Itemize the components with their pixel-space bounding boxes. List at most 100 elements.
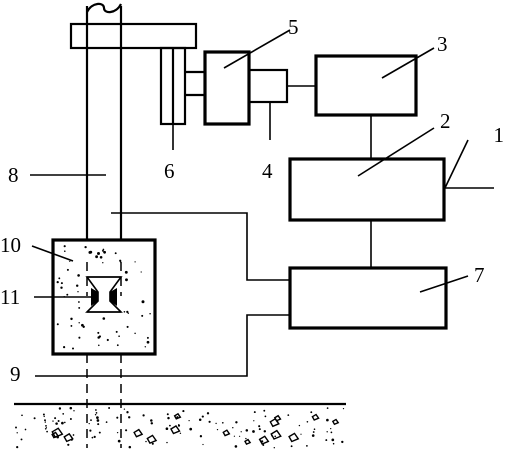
soil-grain [216, 428, 219, 431]
soil-pebble [170, 425, 181, 435]
soil-grain [310, 411, 313, 414]
leader-10 [31, 245, 74, 262]
speckle [119, 261, 122, 263]
label-6: 6 [164, 159, 175, 183]
soil-pebble [63, 432, 74, 443]
speckle [66, 268, 69, 271]
speckle [125, 278, 128, 282]
soil-grain [128, 445, 132, 449]
block-3 [314, 54, 418, 117]
soil-grain [24, 428, 27, 431]
leader-7 [419, 275, 469, 293]
soil-grain [95, 412, 98, 414]
soil-grain [312, 431, 315, 433]
soil-grain [233, 435, 236, 437]
soil-grain [96, 419, 100, 422]
block-2 [288, 157, 446, 222]
soil-grain [330, 431, 333, 434]
soil-grain [235, 421, 238, 424]
label-7: 7 [474, 263, 485, 287]
soil-grain [182, 410, 185, 413]
soil-pebble [173, 412, 182, 420]
speckle [149, 313, 151, 315]
soil-grain [52, 420, 54, 422]
speckle [77, 291, 79, 293]
speckle [89, 250, 93, 254]
speckle [103, 250, 106, 254]
speckle [141, 300, 145, 304]
speckle [97, 252, 100, 255]
soil-grain [95, 409, 97, 411]
soil-pebble [331, 418, 340, 426]
soil-grain [166, 413, 169, 416]
soil-grain [326, 407, 329, 409]
label-2: 2 [440, 109, 451, 133]
speckle [116, 344, 119, 347]
soil-grain [150, 419, 153, 422]
soil-grain [72, 434, 75, 436]
speckle [126, 325, 129, 328]
soil-grain [300, 433, 302, 435]
soil-grain [42, 413, 45, 416]
speckle [124, 270, 128, 274]
soil-grain [221, 421, 224, 424]
soil-grain [94, 413, 97, 416]
soil-pebble [146, 434, 158, 445]
soil-grain [245, 429, 249, 432]
soil-grain [330, 427, 332, 430]
speckle [70, 317, 73, 321]
soil-grain [290, 445, 293, 448]
leader-lines [30, 29, 469, 298]
soil-grain [274, 435, 277, 438]
soil-grain [55, 422, 58, 425]
soil-grain [108, 407, 111, 409]
soil-grain [253, 420, 255, 422]
soil-grain [96, 416, 99, 419]
speckle [78, 336, 81, 339]
soil-grain [16, 432, 18, 434]
speckle [63, 346, 66, 349]
speckle [66, 293, 69, 296]
soil-pebble [258, 435, 270, 445]
soil-grain [215, 422, 217, 425]
soil-grain [98, 431, 101, 434]
speckle [81, 323, 84, 327]
speckle [75, 284, 79, 287]
soil-grain [58, 407, 62, 410]
soil-grain [258, 428, 261, 431]
speckle [98, 344, 100, 347]
soil-pebble [311, 413, 320, 421]
soil-grain [54, 417, 57, 420]
soil-grain [44, 428, 47, 430]
soil-grain [311, 434, 315, 437]
soil-grain [91, 436, 94, 439]
soil-grain [313, 428, 316, 431]
label-5: 5 [288, 15, 299, 39]
soil-grain [97, 423, 100, 426]
wire-9-to-7 [35, 314, 290, 377]
speckle [140, 271, 142, 273]
soil-grain [67, 443, 70, 446]
speckle [64, 250, 66, 252]
soil-pebble [133, 428, 144, 438]
soil-grain [273, 447, 275, 449]
speckle [114, 252, 117, 255]
soil-grain [165, 427, 169, 431]
rod-assembly [85, 2, 123, 448]
soil-grain [240, 431, 242, 433]
soil-grain [252, 430, 255, 433]
soil-grain [341, 440, 344, 444]
soil-grain [342, 407, 345, 410]
block-7 [288, 266, 448, 330]
speckle [77, 274, 80, 277]
soil-grain [116, 416, 119, 419]
soil-grain [179, 432, 182, 435]
soil-grain [20, 438, 23, 441]
speckle [102, 262, 104, 264]
soil-grain [326, 431, 328, 433]
soil-grain [116, 431, 119, 434]
speckle [95, 255, 99, 259]
soil-grain [93, 435, 96, 439]
